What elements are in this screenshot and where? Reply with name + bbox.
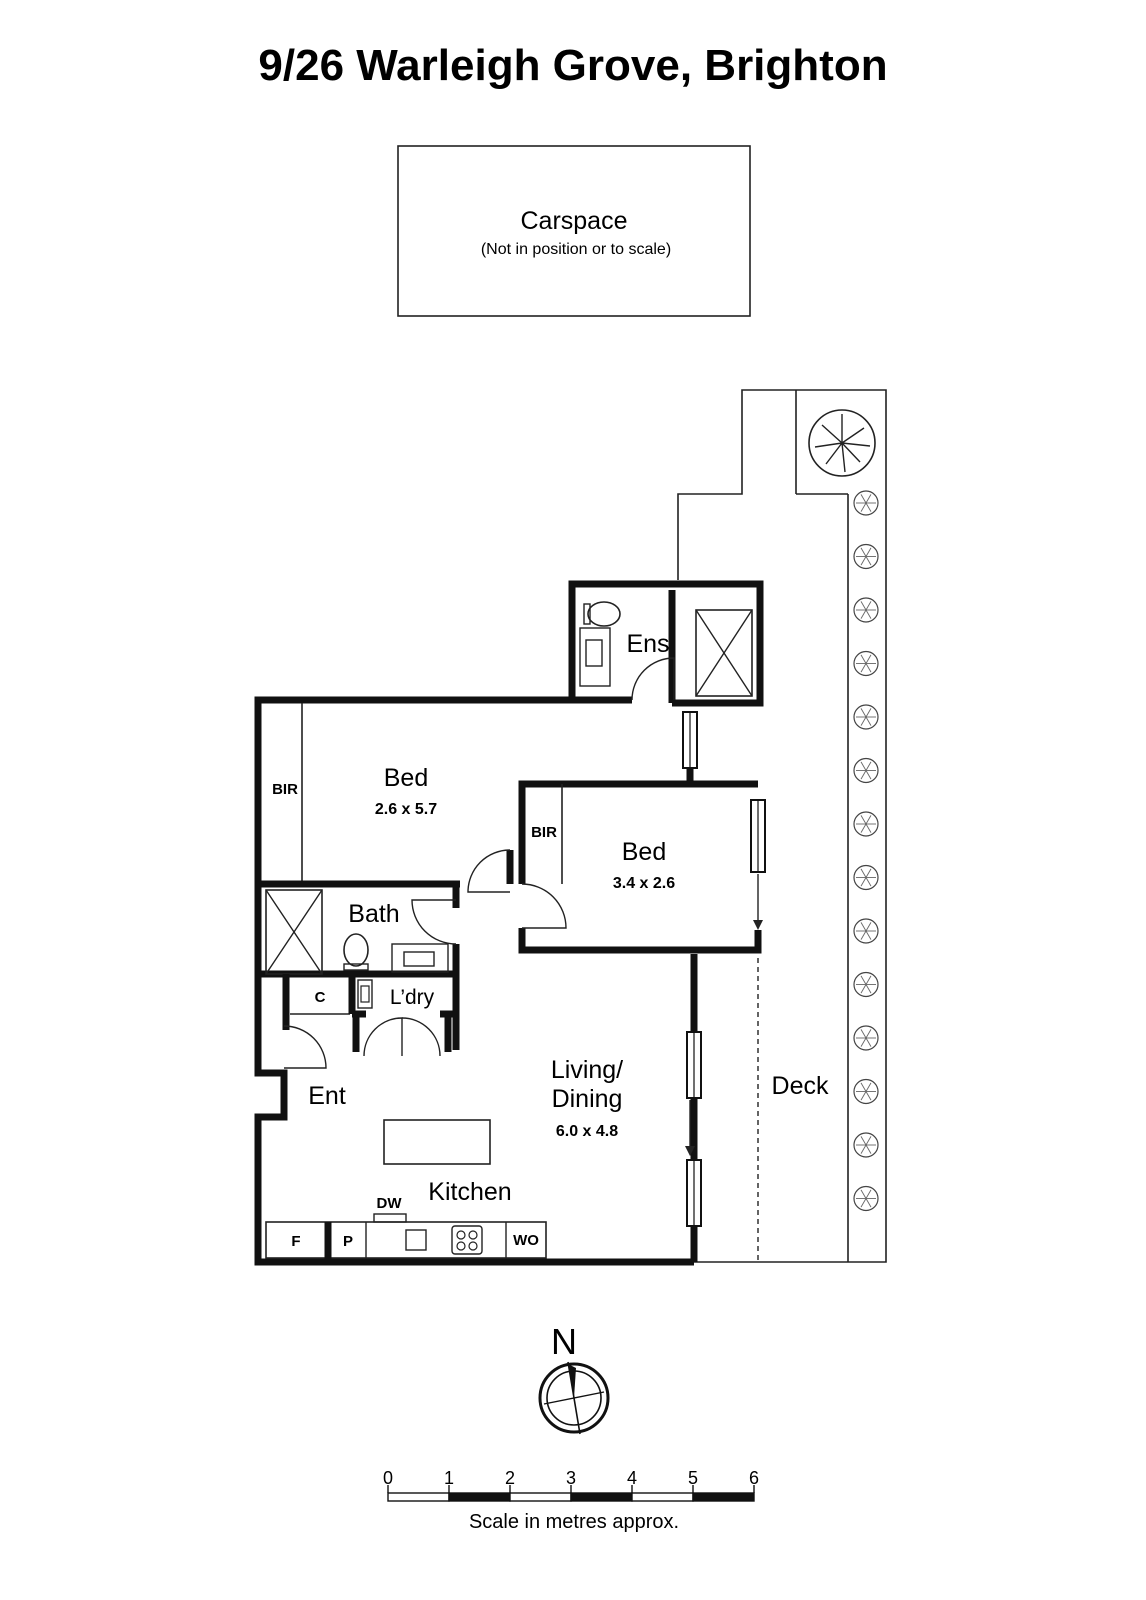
shrub-icon bbox=[853, 1185, 879, 1212]
shrub-icon bbox=[853, 597, 879, 623]
deck-outline bbox=[677, 389, 887, 1263]
scale-tick-label: 0 bbox=[383, 1468, 393, 1488]
scale-segment bbox=[692, 1492, 755, 1502]
shrub-icon bbox=[853, 1132, 879, 1158]
compass-icon bbox=[538, 1361, 610, 1435]
living-dims: 6.0 x 4.8 bbox=[556, 1123, 618, 1140]
entry-label: Ent bbox=[308, 1082, 346, 1110]
living-label-line1: Living/ bbox=[551, 1056, 623, 1084]
bedroom-2-walls bbox=[518, 780, 762, 954]
vanity-icon bbox=[391, 943, 449, 973]
bath-walls bbox=[258, 884, 460, 1050]
basin-icon bbox=[579, 627, 611, 687]
kitchen-label: Kitchen bbox=[428, 1178, 511, 1206]
cooktop-icon bbox=[451, 1225, 483, 1255]
shrub-icon bbox=[853, 811, 879, 837]
window bbox=[686, 1159, 702, 1227]
shrub-icon bbox=[853, 918, 879, 944]
deck-label: Deck bbox=[772, 1072, 829, 1100]
north-label: N bbox=[551, 1321, 577, 1362]
bir-1-label: BIR bbox=[272, 781, 298, 798]
entry-door bbox=[283, 1025, 327, 1069]
scale-tick-label: 4 bbox=[627, 1468, 637, 1488]
scale-tick-label: 6 bbox=[749, 1468, 759, 1488]
bedroom-2-label: Bed bbox=[622, 838, 666, 866]
window bbox=[682, 711, 698, 769]
shrub-icon bbox=[853, 1078, 879, 1105]
ensuite-label: Ens bbox=[626, 630, 669, 658]
bathroom-label: Bath bbox=[348, 900, 399, 928]
toilet-icon bbox=[583, 601, 621, 627]
carspace-label: Carspace bbox=[521, 207, 628, 235]
shrub-icon bbox=[853, 650, 879, 677]
shrub-icon bbox=[853, 490, 879, 516]
bedroom-1-dims: 2.6 x 5.7 bbox=[375, 801, 437, 818]
tree-icon bbox=[808, 409, 876, 477]
scale-tick-label: 2 bbox=[505, 1468, 515, 1488]
property-title: 9/26 Warleigh Grove, Brighton bbox=[258, 41, 887, 90]
shrub-icon bbox=[853, 757, 879, 784]
cupboard-label: C bbox=[315, 989, 326, 1006]
scale-bar: 0 1 2 3 4 5 6 bbox=[383, 1468, 759, 1502]
wall-oven-label: WO bbox=[513, 1232, 539, 1249]
scale-segment bbox=[631, 1492, 694, 1502]
shrub-icon bbox=[853, 543, 879, 570]
scale-tick-label: 3 bbox=[566, 1468, 576, 1488]
pantry-label: P bbox=[343, 1233, 353, 1250]
window bbox=[750, 799, 766, 873]
scale-caption: Scale in metres approx. bbox=[469, 1511, 679, 1533]
exterior-walls bbox=[254, 580, 764, 1266]
shrub-icon bbox=[853, 1025, 879, 1051]
scale-segment bbox=[509, 1492, 572, 1502]
shrub-icon bbox=[853, 864, 879, 891]
scale-segment bbox=[448, 1492, 511, 1502]
carspace-note: (Not in position or to scale) bbox=[481, 241, 671, 258]
scale-segment bbox=[387, 1492, 450, 1502]
ensuite-walls bbox=[572, 590, 753, 704]
kitchen-fixtures bbox=[265, 1119, 547, 1260]
laundry-label: L’dry bbox=[390, 986, 435, 1009]
living-label-line2: Dining bbox=[552, 1085, 623, 1113]
scale-tick-label: 5 bbox=[688, 1468, 698, 1488]
window bbox=[686, 1031, 702, 1099]
bedroom-1-label: Bed bbox=[384, 764, 428, 792]
bedroom-2-dims: 3.4 x 2.6 bbox=[613, 875, 675, 892]
scale-tick-label: 1 bbox=[444, 1468, 454, 1488]
shrub-icon bbox=[853, 971, 879, 998]
carspace-box bbox=[397, 145, 751, 317]
toilet-icon bbox=[343, 933, 369, 971]
scale-segment bbox=[570, 1492, 633, 1502]
bir-2-label: BIR bbox=[531, 824, 557, 841]
laundry-walls bbox=[282, 974, 456, 1057]
fridge-label: F bbox=[291, 1233, 300, 1250]
shrub-icon bbox=[853, 704, 879, 730]
shrub-row bbox=[853, 490, 879, 1212]
dishwasher-label: DW bbox=[377, 1195, 403, 1212]
